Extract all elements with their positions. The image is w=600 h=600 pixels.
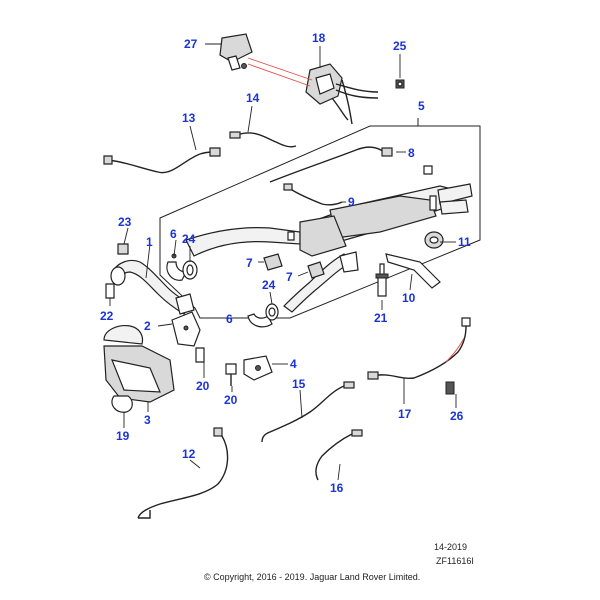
callout-14: 14 [246, 91, 260, 105]
callout-26: 26 [450, 409, 464, 423]
part-8-pressure-pipe [269, 146, 393, 183]
callout-8: 8 [408, 146, 415, 160]
leader-lines [109, 43, 457, 481]
part-11-rubber-mount [424, 231, 444, 249]
callout-5: 5 [418, 99, 425, 113]
part-20-bolt-a [195, 347, 205, 363]
part-19-clamp [111, 395, 133, 413]
part-3-catalytic-converter [103, 325, 175, 403]
part-18-control-unit [305, 63, 379, 125]
part-27-sensor-module [219, 33, 253, 71]
callout-11: 11 [458, 235, 471, 249]
callout-4: 4 [290, 357, 297, 371]
callout-13: 13 [182, 111, 196, 125]
assembly-frame-5 [159, 118, 481, 319]
callout-23: 23 [118, 215, 132, 229]
part-12-harness [137, 427, 229, 519]
callout-16: 16 [330, 481, 344, 495]
date-code: 14-2019 [434, 542, 468, 552]
drawing-id: ZF11616I [436, 556, 474, 566]
part-7-isolator-upper [263, 253, 283, 271]
callout-21: 21 [374, 311, 388, 325]
callout-2: 2 [144, 319, 151, 333]
callout-15: 15 [292, 377, 306, 391]
callout-3: 3 [144, 413, 151, 427]
highlight-lines [247, 57, 313, 87]
callout-12: 12 [182, 447, 196, 461]
part-24-gasket-upper [182, 260, 198, 280]
callout-6-lower: 6 [226, 312, 233, 326]
part-14-harness [229, 131, 297, 148]
part-1-front-pipe [110, 259, 195, 315]
callout-24-upper: 24 [182, 232, 196, 246]
callout-1: 1 [146, 235, 153, 249]
part-10-bracket [385, 253, 441, 289]
callout-24-lower: 24 [262, 278, 276, 292]
part-26-clip [445, 381, 455, 395]
part-7-isolator-lower [307, 261, 325, 279]
part-23-nut [117, 243, 129, 255]
callout-25: 25 [393, 39, 407, 53]
part-20-bolt-b [225, 363, 237, 386]
callout-10: 10 [402, 291, 416, 305]
callout-17: 17 [398, 407, 412, 421]
part-16-harness [315, 429, 363, 481]
part-25-clip [395, 79, 405, 89]
part-21-bolt [375, 273, 389, 297]
callout-27: 27 [184, 37, 198, 51]
callout-18: 18 [312, 31, 326, 45]
part-4-mount-bracket [243, 355, 273, 381]
callout-6-upper: 6 [170, 227, 177, 241]
part-17-harness [367, 317, 471, 380]
callout-20-a: 20 [196, 379, 210, 393]
callout-labels: 27 18 25 14 5 13 8 9 11 7 7 10 21 6 24 2… [100, 31, 471, 495]
silencer-assembly [185, 165, 473, 313]
part-2-heat-shield [171, 311, 201, 347]
callout-22: 22 [100, 309, 114, 323]
part-22-stud [105, 283, 115, 299]
copyright-notice: © Copyright, 2016 - 2019. Jaguar Land Ro… [204, 572, 421, 582]
part-13-harness [103, 147, 221, 174]
part-24-gasket-lower [265, 303, 279, 321]
callout-7-upper: 7 [246, 256, 253, 270]
callout-20-b: 20 [224, 393, 238, 407]
part-9-pipe [283, 183, 343, 206]
part-15-harness [261, 381, 355, 443]
callout-9: 9 [348, 195, 355, 209]
callout-7-lower: 7 [286, 270, 293, 284]
callout-19: 19 [116, 429, 130, 443]
